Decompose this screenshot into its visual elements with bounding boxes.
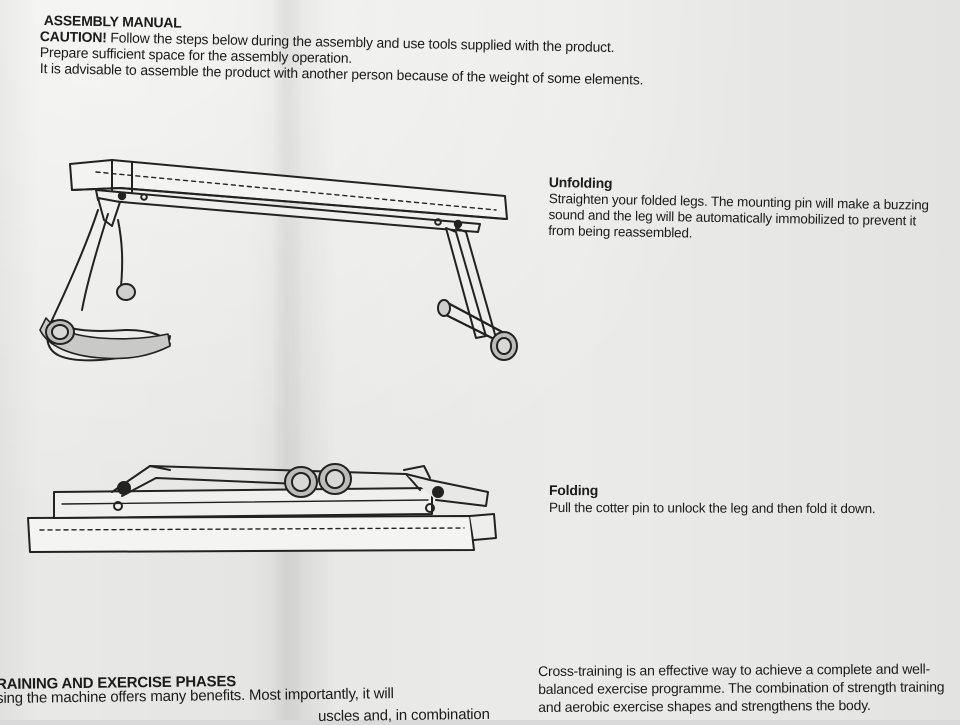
paper-edge-shadow: [0, 0, 40, 720]
cross-training-line-3: and aerobic exercise shapes and strength…: [538, 696, 871, 715]
bench-unfolded-drawing: [39, 159, 518, 362]
cross-training-paragraph: Cross-training is an effective way to ac…: [538, 660, 945, 716]
paper-fold-shadow: [272, 0, 302, 720]
bench-folded-drawing: [27, 463, 497, 553]
cross-training-line-2: balanced exercise programme. The combina…: [538, 678, 945, 697]
body-line-partial-2: uscles and, in combination: [318, 705, 490, 725]
